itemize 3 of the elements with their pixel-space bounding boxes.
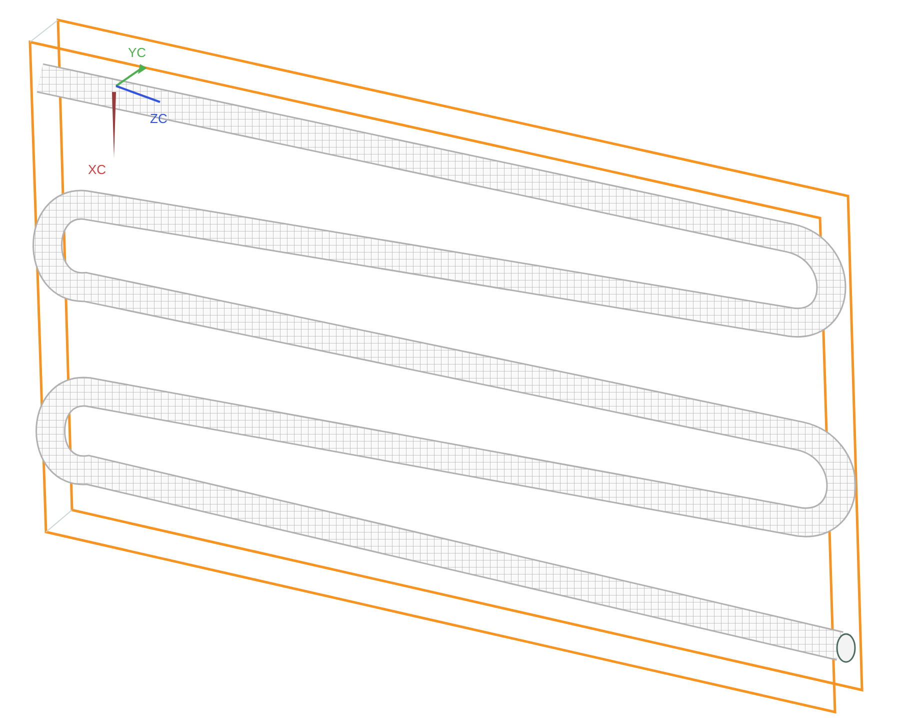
axis-label: YC [128,46,146,59]
axis-label: ZC [150,112,168,125]
axis-label: XC [88,163,106,176]
